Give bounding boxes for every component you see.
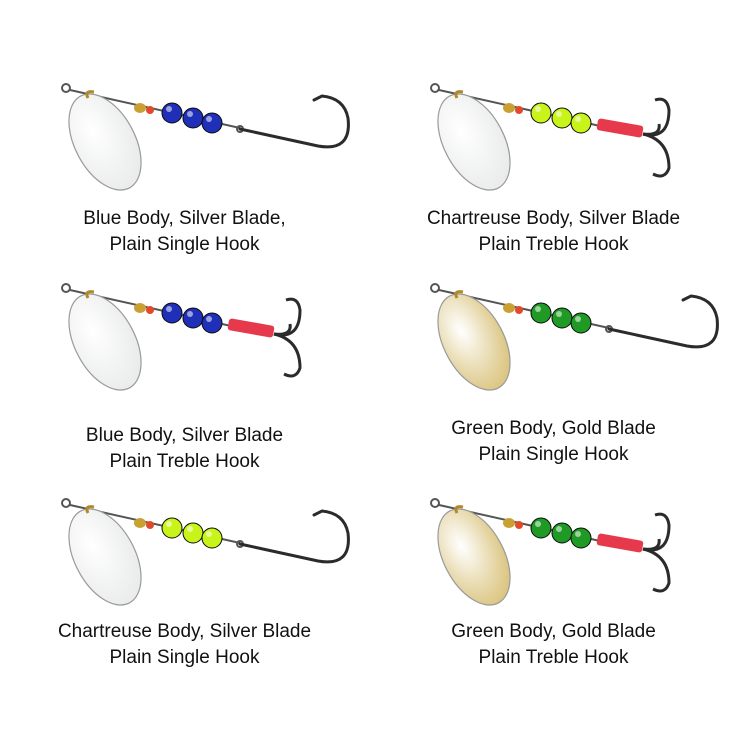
blue-body-bead	[201, 112, 223, 134]
bearing-bead	[146, 306, 154, 314]
red-tube	[596, 533, 644, 553]
lure-caption: Blue Body, Silver Blade Plain Treble Hoo…	[0, 423, 369, 475]
caption-line-2: Plain Treble Hook	[109, 451, 260, 472]
treble-hook-icon	[642, 512, 671, 552]
bearing-bead	[503, 518, 515, 528]
spinner-lure-image	[430, 283, 719, 391]
caption-line-1: Green Body, Gold Blade	[451, 621, 656, 642]
line-tie-eye-icon	[430, 498, 440, 508]
lure-caption: Blue Body, Silver Blade, Plain Single Ho…	[0, 206, 369, 258]
line-tie-eye-icon	[430, 83, 440, 93]
treble-hook-icon	[642, 123, 661, 136]
treble-hook-icon	[642, 132, 671, 178]
silver-blade	[68, 508, 142, 606]
gold-blade	[437, 508, 511, 606]
bearing-bead	[134, 303, 146, 313]
spinner-lure-image	[61, 83, 350, 191]
red-tube	[227, 318, 275, 338]
caption-line-2: Plain Single Hook	[109, 234, 260, 255]
treble-hook-icon	[642, 97, 671, 137]
lure-green-gold-treble	[369, 485, 738, 685]
chartreuse-body-bead	[570, 112, 592, 134]
treble-hook-icon	[273, 323, 292, 336]
line-tie-eye-icon	[61, 283, 71, 293]
line-tie-eye-icon	[61, 83, 71, 93]
green-body-bead	[570, 527, 592, 549]
bearing-bead	[515, 521, 523, 529]
blue-body-bead	[161, 302, 183, 324]
line-tie-eye-icon	[61, 498, 71, 508]
caption-line-1: Green Body, Gold Blade	[451, 418, 656, 439]
treble-hook-icon	[273, 297, 302, 337]
lure-chartreuse-silver-treble	[369, 70, 738, 270]
caption-line-2: Plain Treble Hook	[478, 647, 629, 668]
bearing-bead	[134, 518, 146, 528]
green-body-bead	[530, 302, 552, 324]
bearing-bead	[515, 106, 523, 114]
caption-line-2: Plain Single Hook	[109, 647, 260, 668]
line-tie-eye-icon	[430, 283, 440, 293]
chartreuse-body-bead	[530, 102, 552, 124]
green-body-bead	[570, 312, 592, 334]
bearing-bead	[515, 306, 523, 314]
gold-blade	[437, 293, 511, 391]
clevis	[85, 290, 95, 299]
chartreuse-body-bead	[201, 527, 223, 549]
chartreuse-body-bead	[182, 522, 204, 544]
silver-blade	[68, 93, 142, 191]
lure-blue-silver-treble	[0, 270, 369, 470]
blue-body-bead	[201, 312, 223, 334]
clevis	[85, 90, 95, 99]
caption-line-2: Plain Treble Hook	[478, 234, 629, 255]
chartreuse-body-bead	[551, 107, 573, 129]
caption-line-1: Blue Body, Silver Blade	[85, 425, 284, 446]
clevis	[454, 290, 464, 299]
bearing-bead	[503, 103, 515, 113]
clevis	[454, 90, 464, 99]
lure-chartreuse-silver-single	[0, 485, 369, 685]
clevis	[85, 505, 95, 514]
bearing-bead	[146, 106, 154, 114]
spinner-lure-image	[61, 283, 302, 391]
lure-caption: Green Body, Gold Blade Plain Single Hook	[369, 416, 738, 468]
treble-hook-icon	[642, 538, 661, 551]
caption-line-1: Chartreuse Body, Silver Blade	[426, 208, 681, 229]
caption-line-2: Plain Single Hook	[478, 444, 629, 465]
caption-line-1: Blue Body, Silver Blade,	[83, 208, 286, 229]
single-hook-icon	[238, 94, 350, 149]
blue-body-bead	[182, 307, 204, 329]
spinner-lure-image	[430, 498, 671, 606]
caption-line-1: Chartreuse Body, Silver Blade	[57, 621, 312, 642]
clevis	[454, 505, 464, 514]
bearing-bead	[146, 521, 154, 529]
treble-hook-icon	[273, 332, 302, 378]
blue-body-bead	[182, 107, 204, 129]
single-hook-icon	[607, 294, 719, 349]
single-hook-icon	[238, 509, 350, 564]
silver-blade	[68, 293, 142, 391]
lure-green-gold-single	[369, 270, 738, 470]
blue-body-bead	[161, 102, 183, 124]
chartreuse-body-bead	[161, 517, 183, 539]
green-body-bead	[551, 522, 573, 544]
lure-blue-silver-single	[0, 70, 369, 270]
lure-caption: Green Body, Gold Blade Plain Treble Hook	[369, 619, 738, 671]
green-body-bead	[551, 307, 573, 329]
bearing-bead	[134, 103, 146, 113]
red-tube	[596, 118, 644, 138]
spinner-lure-image	[61, 498, 350, 606]
green-body-bead	[530, 517, 552, 539]
treble-hook-icon	[642, 547, 671, 593]
silver-blade	[437, 93, 511, 191]
lure-caption: Chartreuse Body, Silver Blade Plain Sing…	[0, 619, 369, 671]
bearing-bead	[503, 303, 515, 313]
lure-caption: Chartreuse Body, Silver Blade Plain Treb…	[369, 206, 738, 258]
spinner-lure-image	[430, 83, 671, 191]
